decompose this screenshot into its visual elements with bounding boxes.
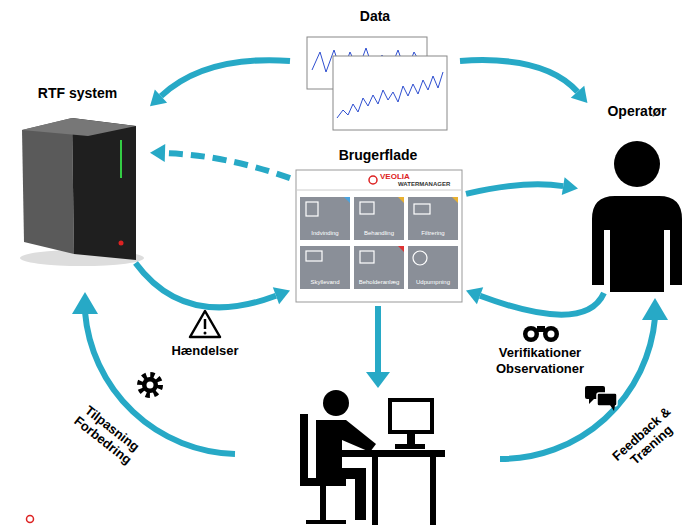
ui-label: Skyllevand xyxy=(300,279,350,286)
server-icon xyxy=(20,118,144,266)
connector xyxy=(466,184,563,194)
arrow-head xyxy=(150,144,165,162)
user-interface-screenshot xyxy=(296,170,462,302)
arrow-head xyxy=(150,90,167,107)
arrow-label: Tilpasning Forbedring xyxy=(62,395,151,474)
logo-mark xyxy=(27,516,34,523)
connector xyxy=(165,153,290,178)
ui-label: Indvinding xyxy=(300,230,350,237)
connector xyxy=(460,60,578,92)
arrow-head xyxy=(562,177,578,195)
ui-label: Filtrering xyxy=(408,230,458,237)
binoculars-icon xyxy=(523,326,559,342)
node-box: RTF system xyxy=(5,85,150,263)
ui-label: Behandling xyxy=(354,230,404,237)
arrow-head xyxy=(466,287,483,304)
node-heading: Operatør xyxy=(578,103,696,119)
worker-icon xyxy=(300,390,445,525)
arrow-head xyxy=(571,86,588,103)
node-heading: RTF system xyxy=(5,85,150,101)
ui-label: Udpumpning xyxy=(408,279,458,286)
arrow-head xyxy=(273,287,290,304)
warning-icon xyxy=(190,311,220,337)
node-heading: Brugerflade xyxy=(290,147,466,163)
ui-label: Beholderanlæg xyxy=(354,279,404,286)
edge-label: Verifikationer Observationer xyxy=(470,345,610,376)
edge-label: Hændelser xyxy=(160,343,250,359)
connector xyxy=(480,293,604,315)
node-box: Operatør xyxy=(578,103,696,293)
operator-icon xyxy=(592,141,682,292)
feedback-icon xyxy=(585,386,617,411)
ui-label: WATERMANAGER xyxy=(398,181,460,188)
connector xyxy=(161,60,290,96)
flow-arrow xyxy=(366,306,390,388)
connector xyxy=(136,263,276,307)
node-box: Data xyxy=(290,8,460,134)
node-heading: Data xyxy=(290,8,460,24)
ui-label: VEOLIA xyxy=(380,172,440,181)
gear-icon xyxy=(140,375,160,395)
data-charts xyxy=(307,37,447,130)
